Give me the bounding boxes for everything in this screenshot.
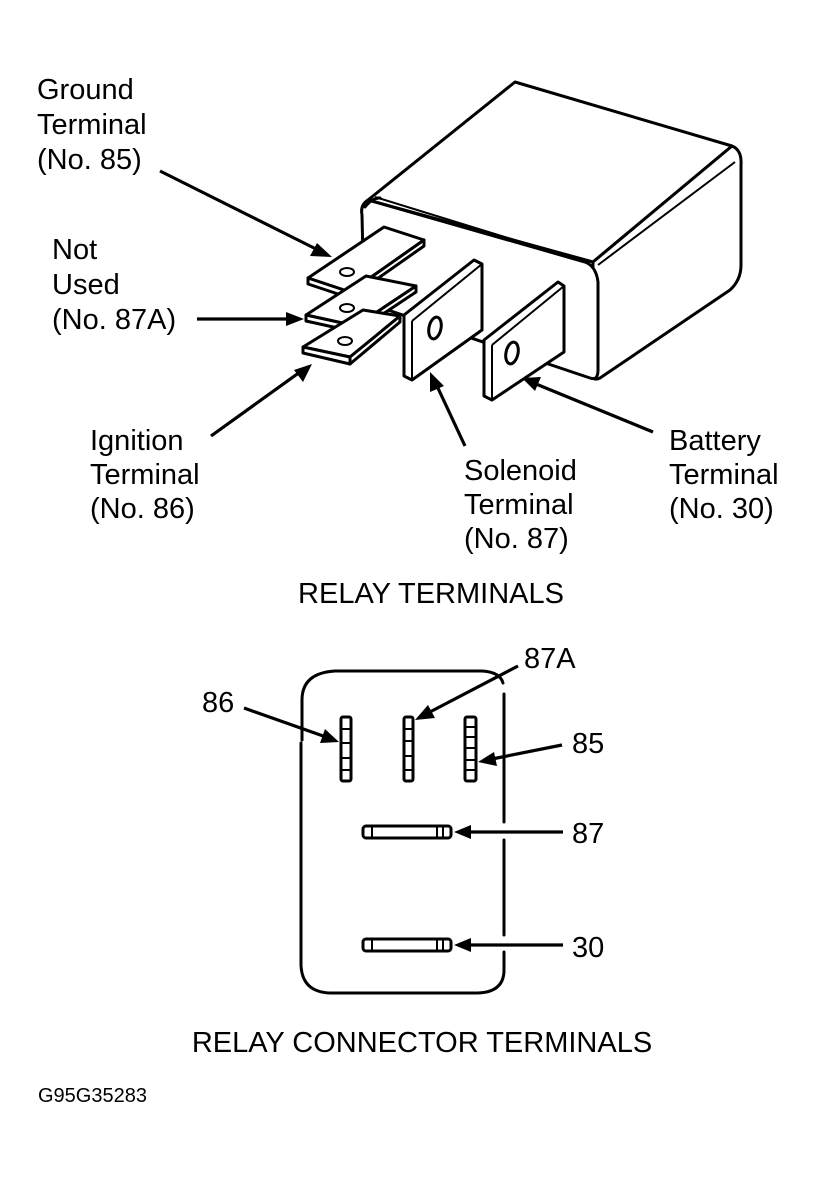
arrow-85 xyxy=(478,743,563,766)
label-87: 87 xyxy=(572,818,604,850)
slot-30 xyxy=(361,937,453,953)
arrow-30 xyxy=(454,938,563,952)
callout-solenoid: Solenoid Terminal (No. 87) xyxy=(464,455,585,555)
arrow-87 xyxy=(454,825,563,839)
label-30: 30 xyxy=(572,932,604,964)
slot-87a xyxy=(402,715,415,783)
callout-not-used: Not Used (No. 87A) xyxy=(52,234,176,336)
arrow-87a xyxy=(415,664,519,720)
slot-85 xyxy=(463,715,478,783)
callout-ignition: Ignition Terminal (No. 86) xyxy=(90,425,208,525)
slot-86 xyxy=(339,715,353,783)
terminal-30-blade xyxy=(482,280,566,402)
arrow-solenoid xyxy=(430,372,467,447)
terminal-87-blade xyxy=(402,258,484,382)
label-85: 85 xyxy=(572,728,604,760)
caption-relay-terminals: RELAY TERMINALS xyxy=(298,578,564,610)
arrow-ignition xyxy=(210,364,312,438)
caption-connector-terminals: RELAY CONNECTOR TERMINALS xyxy=(192,1027,652,1059)
label-87a: 87A xyxy=(524,643,576,675)
arrow-86 xyxy=(243,706,339,743)
terminal-86-blade xyxy=(301,308,402,366)
arrow-not-used xyxy=(197,312,304,326)
slot-87 xyxy=(361,824,453,840)
callout-ground: Ground Terminal (No. 85) xyxy=(37,74,155,176)
label-86: 86 xyxy=(202,687,234,719)
arrow-battery xyxy=(522,377,654,434)
callout-battery: Battery Terminal (No. 30) xyxy=(669,425,787,525)
arrow-ground xyxy=(159,169,332,257)
figure-id: G95G35283 xyxy=(38,1085,147,1107)
